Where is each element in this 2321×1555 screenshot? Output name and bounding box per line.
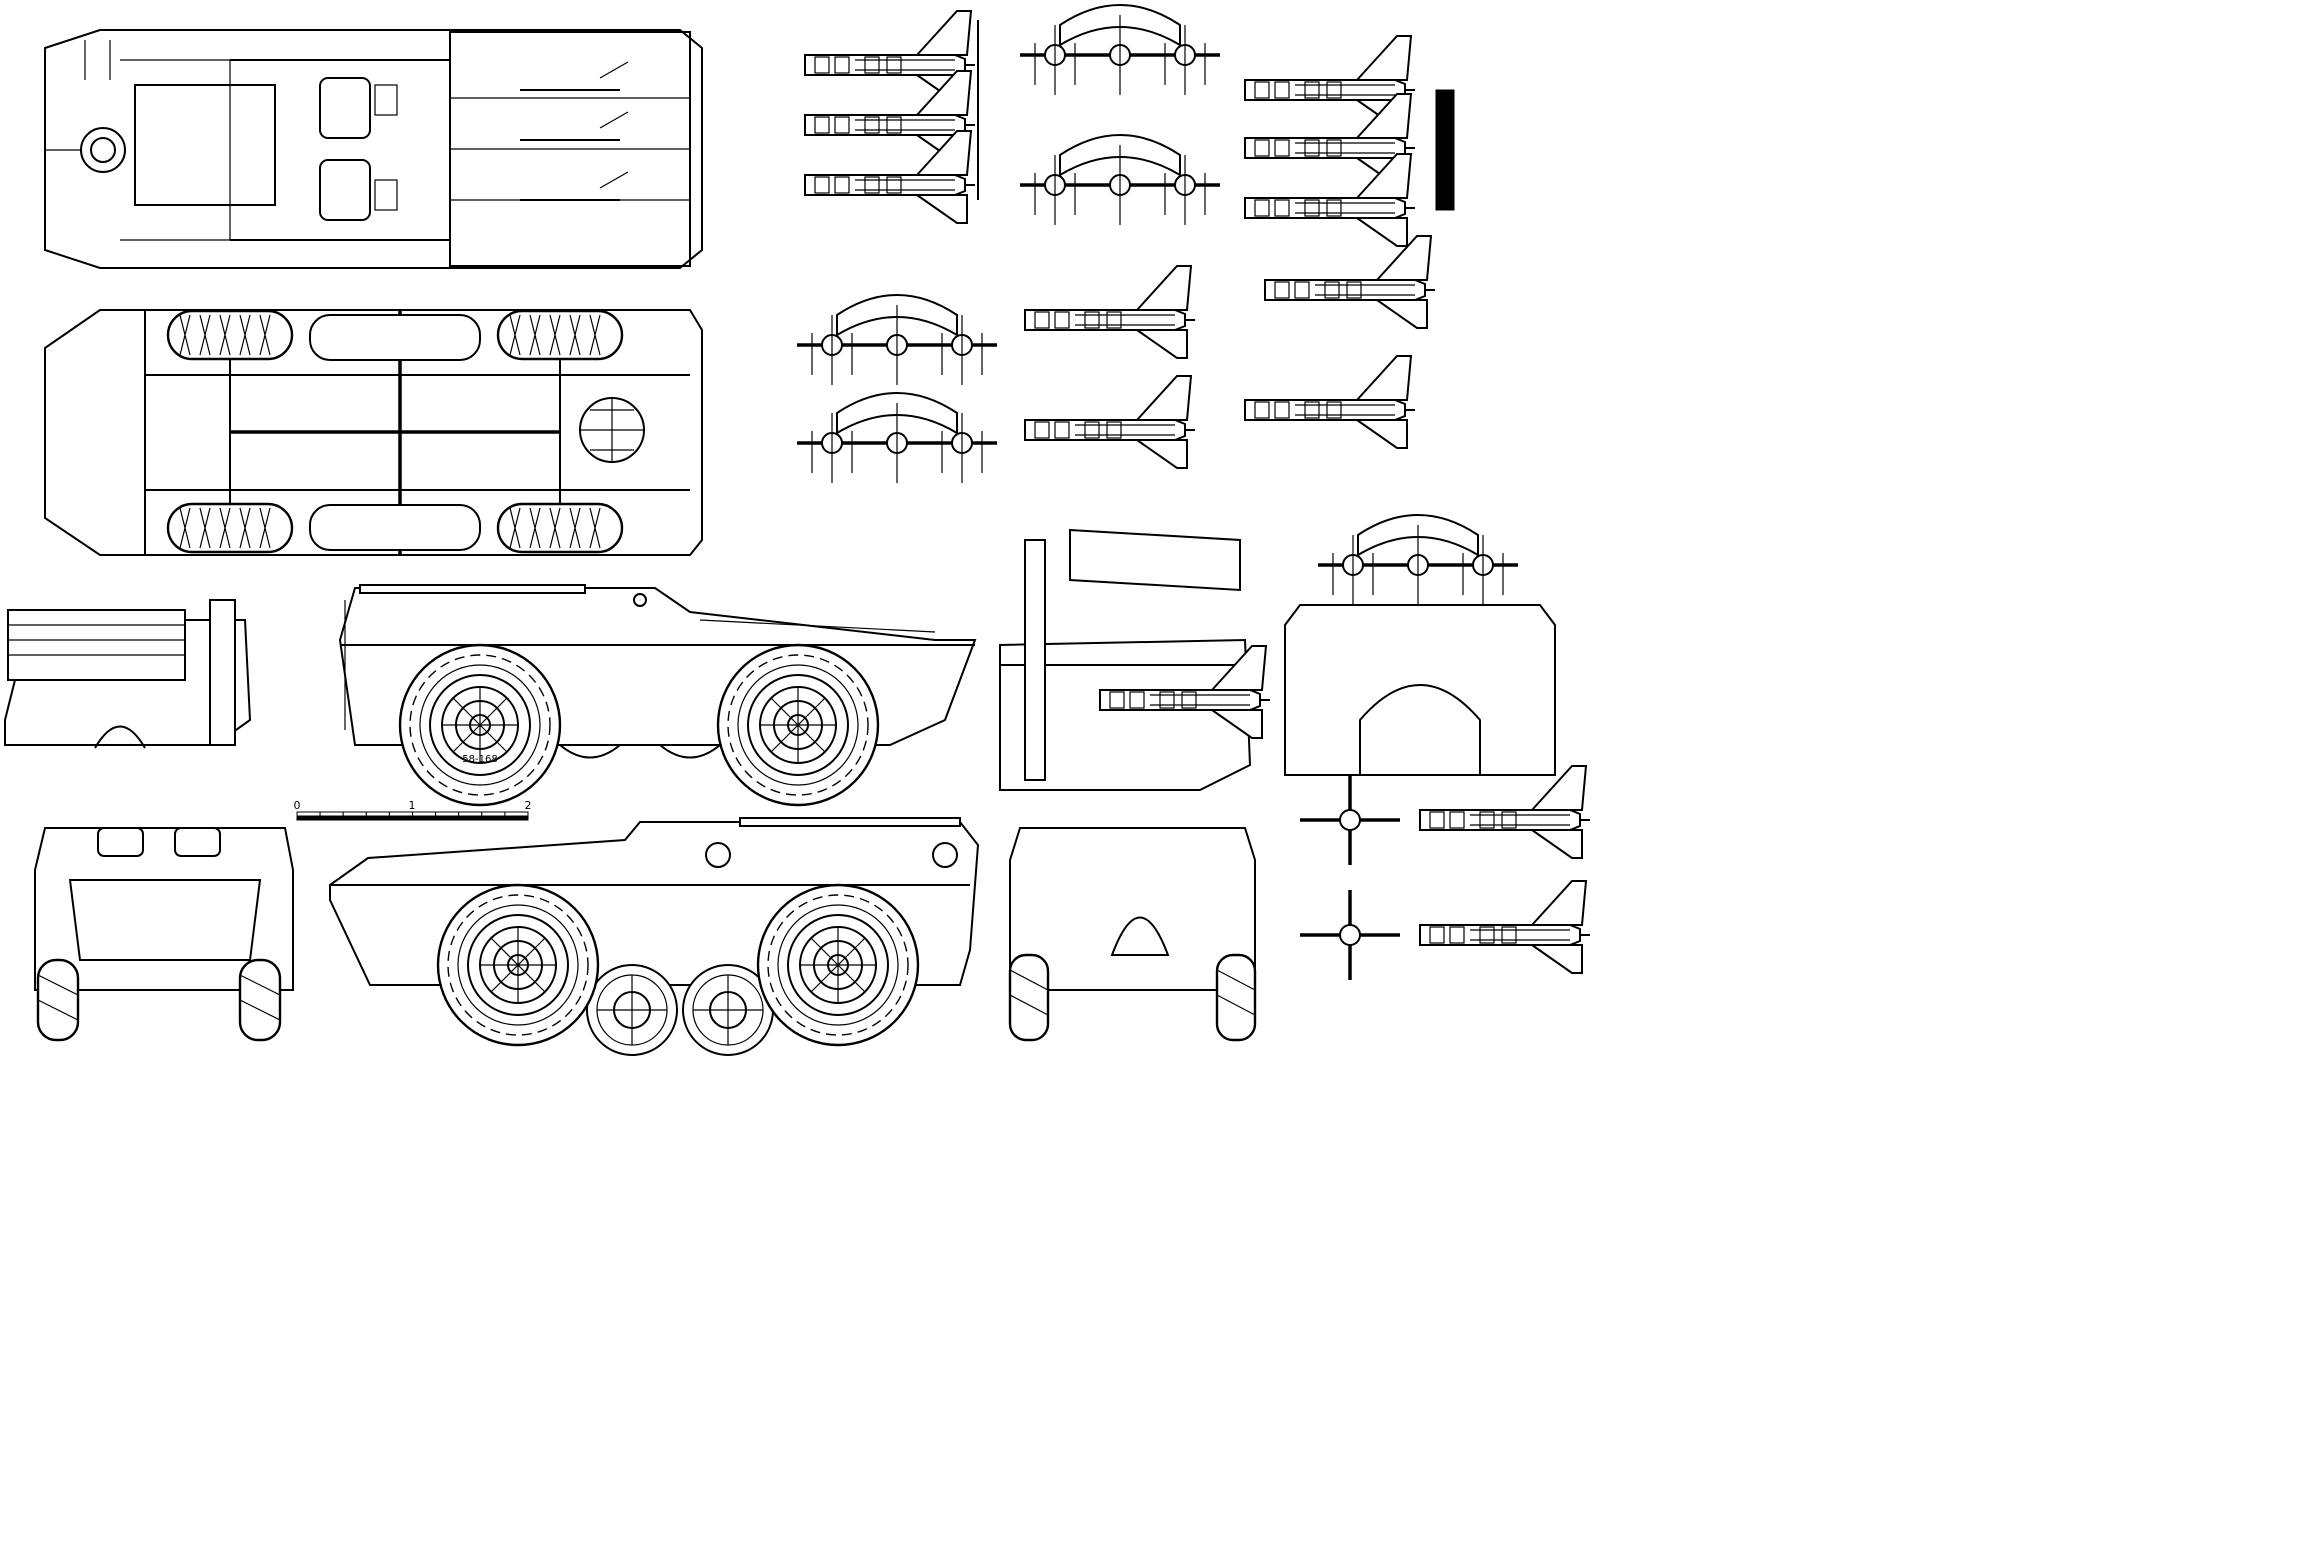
launcher-raised-side-view bbox=[999, 528, 1271, 791]
scale-bar: 0 1 2 bbox=[294, 799, 532, 821]
front-view-launcher bbox=[4, 599, 252, 749]
scale-label-2: 2 bbox=[525, 799, 532, 812]
scale-bar-block bbox=[481, 811, 506, 817]
scale-bar-block bbox=[412, 815, 437, 821]
scale-bar-block bbox=[504, 815, 529, 821]
scale-bar-block bbox=[365, 811, 390, 817]
side-view-left bbox=[329, 817, 980, 1056]
scale-bar-block bbox=[504, 811, 529, 817]
scale-bar-block bbox=[342, 811, 367, 817]
scale-bar-block bbox=[388, 811, 413, 817]
missile-rack-side-views-right bbox=[1244, 35, 1455, 247]
scale-bar-block bbox=[296, 811, 321, 817]
scale-bar-block bbox=[412, 811, 437, 817]
scale-bar-block bbox=[365, 815, 390, 821]
scale-bar-block bbox=[458, 811, 483, 817]
missile-rack-front-views-upper bbox=[1018, 3, 1222, 227]
front-view bbox=[1008, 827, 1257, 1042]
missile-rack-side-views-left bbox=[804, 10, 979, 224]
rear-view bbox=[34, 827, 294, 1042]
missile-details bbox=[1300, 765, 1591, 980]
launcher-raised-front-view bbox=[1284, 513, 1556, 776]
underside-view bbox=[44, 309, 703, 556]
scale-bar-block bbox=[435, 811, 460, 817]
scale-bar-block bbox=[435, 815, 460, 821]
missile-rack-views-middle bbox=[795, 235, 1436, 485]
scale-bar-block bbox=[342, 815, 367, 821]
side-marking-text: 58-168 bbox=[462, 754, 497, 765]
side-view-right: 58-168 bbox=[338, 584, 977, 807]
scale-bar-block bbox=[296, 815, 321, 821]
scale-bar-block bbox=[319, 811, 344, 817]
scale-bar-block bbox=[481, 815, 506, 821]
scale-bar-blocks bbox=[296, 811, 529, 821]
scale-bar-block bbox=[458, 815, 483, 821]
scale-bar-block bbox=[388, 815, 413, 821]
top-view bbox=[44, 29, 703, 269]
scale-label-1: 1 bbox=[409, 799, 416, 812]
scale-label-0: 0 bbox=[294, 799, 301, 812]
scale-bar-block bbox=[319, 815, 344, 821]
